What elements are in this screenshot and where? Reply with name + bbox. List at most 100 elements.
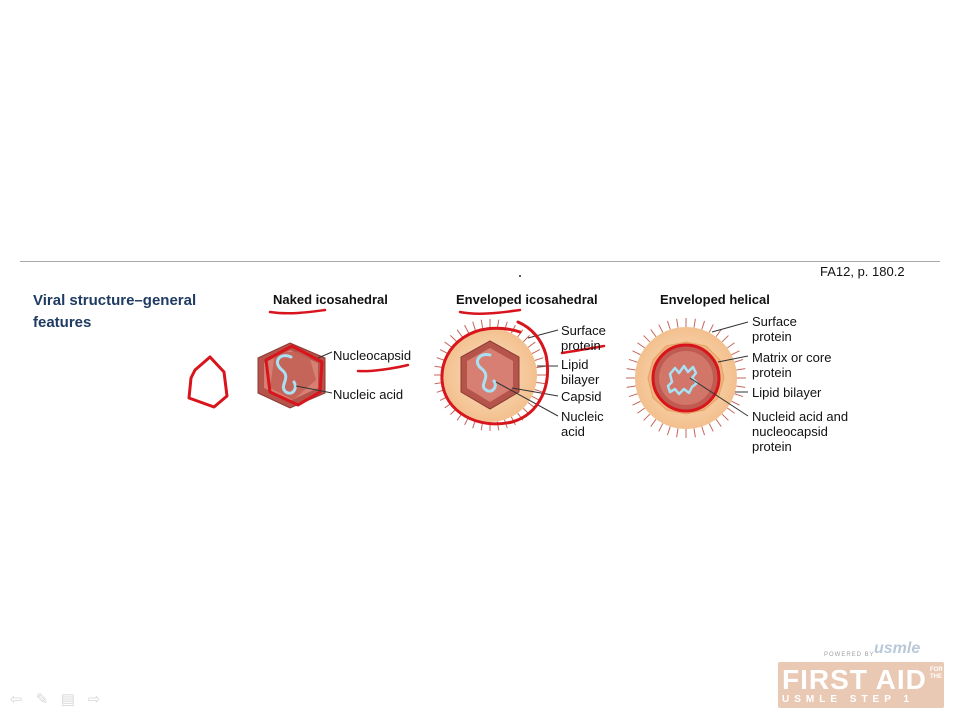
nucleocapsid-leader [317,351,333,359]
spike [658,324,664,333]
spike [632,350,641,356]
logo-box [778,662,944,708]
spike [658,423,664,432]
spike [736,368,746,371]
spike [626,385,636,388]
nucleic-acid-leader [295,385,333,394]
spike [731,400,740,406]
stray-dot [519,275,521,277]
spike [643,335,651,343]
spike [628,393,638,398]
label-nucleocapsid: Nucleocapsid [333,348,412,363]
first-aid-logo: POWERED BY usmle FIRST AID FOR THE USMLE… [776,640,946,710]
spike [721,413,729,421]
page-reference: FA12, p. 180.2 [820,264,905,279]
label-capsid: Capsid [561,389,602,404]
label-helical-surface-protein: Surface protein [752,314,797,344]
spike [726,342,735,349]
spike [444,341,453,348]
spike [527,341,536,348]
label-matrix-core-protein: Matrix or core protein [752,350,832,380]
label-helical-lipid-bilayer: Lipid bilayer [752,385,822,400]
naked-nucleic-acid-strand [276,354,297,395]
logo-first-aid: FIRST AID [782,664,927,695]
arrow-left-icon[interactable]: ⇦ [9,691,23,708]
spike [536,381,546,385]
spike [450,335,458,343]
spike [701,320,706,330]
slide-navigation: ⇦ ✎ ▤ ⇨ [8,692,102,708]
label-nucleic-acid: Nucleic acid [333,387,404,402]
label-nucleid-acid-nucleocapsid: Nucleid acid and nucleocapsid protein [752,409,849,454]
spike [666,320,671,330]
arrow-right-icon[interactable]: ⇨ [87,691,101,708]
helical-core-inner [659,351,713,405]
spike [472,321,476,331]
pen-icon[interactable]: ✎ [35,691,49,708]
spike [650,418,657,427]
label-surface-protein: Surface protein [561,323,606,353]
nucleocapsid-underline-annotation [356,363,410,373]
spike [464,324,470,334]
spike [534,357,544,361]
naked-red-outline-annotation [264,344,324,407]
spike [643,413,651,421]
spike [693,428,696,438]
spike [726,407,735,414]
enveloped-title-underline-annotation [458,308,522,315]
horizontal-rule [20,261,940,262]
spike [676,318,679,328]
spike [734,358,744,363]
helical-red-circle-annotation [651,343,721,413]
naked-title-underline-annotation [268,308,327,315]
helical-nucleocapsid [666,364,699,396]
spike [734,393,744,398]
spike [731,350,740,356]
enveloped-nucleic-acid-strand [476,352,497,393]
spike [628,358,638,363]
matrix-protein-leader [717,355,749,363]
spike [531,349,541,355]
enveloped-helical-virus [626,318,749,438]
naked-icosahedral-virus [257,308,410,409]
label-enveloped-nucleic-acid: Nucleic acid [561,409,604,439]
spike [637,407,646,414]
spike [701,426,706,436]
spike [456,329,463,338]
spike [534,389,544,393]
spike [650,329,657,338]
logo-usmle-step-1: USMLE STEP 1 [782,694,915,705]
helical-surface-protein-leader [711,321,749,333]
enveloped-helical-title: Enveloped helical [660,292,770,307]
spike [522,335,530,343]
spike [676,428,679,438]
spike [637,342,646,349]
menu-icon[interactable]: ▤ [60,691,76,708]
nucleid-acid-leader [689,377,749,417]
spike [715,329,722,338]
spike [693,318,696,328]
logo-for-the: FOR THE [930,667,943,680]
logo-usmle: usmle [874,640,921,657]
capsid-leader [511,387,559,397]
naked-icosahedral-title: Naked icosahedral [273,292,388,307]
hand-drawn-hexagon-annotation [187,355,229,409]
enveloped-icosahedral-title: Enveloped icosahedral [456,292,598,307]
spike [736,385,746,388]
logo-powered-by: POWERED BY [824,652,875,658]
enveloped-nucleic-acid-leader [495,381,559,417]
spike [715,418,722,427]
section-title: Viral structure–general features [33,292,197,331]
surface-protein-leader [527,329,559,339]
spike [721,335,729,343]
spike [708,324,714,333]
spike [632,400,641,406]
label-lipid-bilayer: Lipid bilayer [561,357,600,387]
spike [666,426,671,436]
envelope-red-circle-annotation [440,320,549,426]
spike [480,319,484,329]
protein-underline-annotation [560,344,606,355]
spike [626,368,636,371]
enveloped-icosahedral-virus [434,308,606,431]
